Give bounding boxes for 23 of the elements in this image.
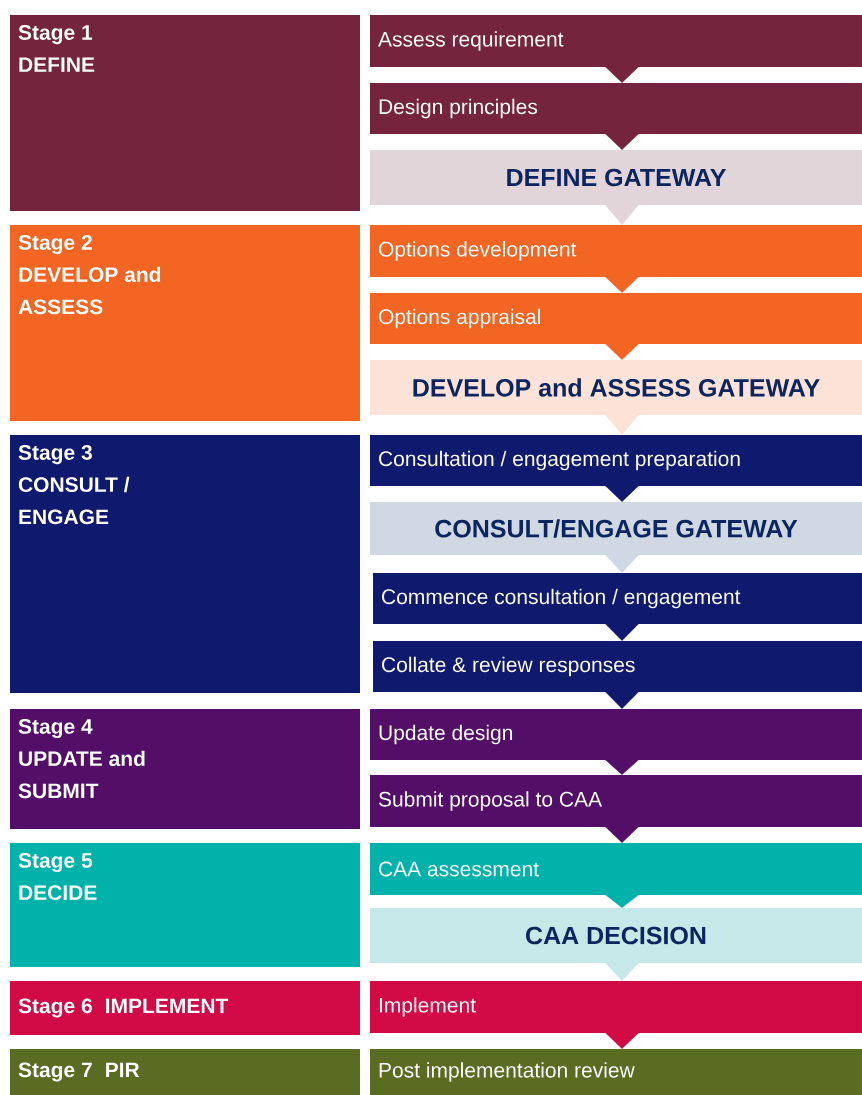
stage-box: Stage 1 DEFINE (10, 15, 360, 211)
arrow (604, 759, 640, 775)
stage-box: Stage 2 DEVELOP and ASSESS (10, 225, 360, 421)
arrow (604, 414, 640, 435)
arrow (604, 343, 640, 360)
stage-box: Stage 4 UPDATE and SUBMIT (10, 709, 360, 829)
arrow (604, 894, 640, 908)
step-box: Post implementation review (370, 1049, 862, 1095)
arrow (604, 691, 640, 709)
arrow (604, 133, 640, 150)
arrow (604, 276, 640, 293)
stage-box: Stage 6 IMPLEMENT (10, 981, 360, 1035)
arrow (604, 1032, 640, 1049)
stage-box: Stage 7 PIR (10, 1049, 360, 1095)
arrow (604, 623, 640, 641)
arrow (604, 962, 640, 981)
arrow (604, 826, 640, 843)
arrow (604, 66, 640, 83)
arrow (604, 485, 640, 502)
stage-box: Stage 3 CONSULT / ENGAGE (10, 435, 360, 693)
arrow (604, 204, 640, 225)
stage-box: Stage 5 DECIDE (10, 843, 360, 967)
arrow (604, 554, 640, 573)
